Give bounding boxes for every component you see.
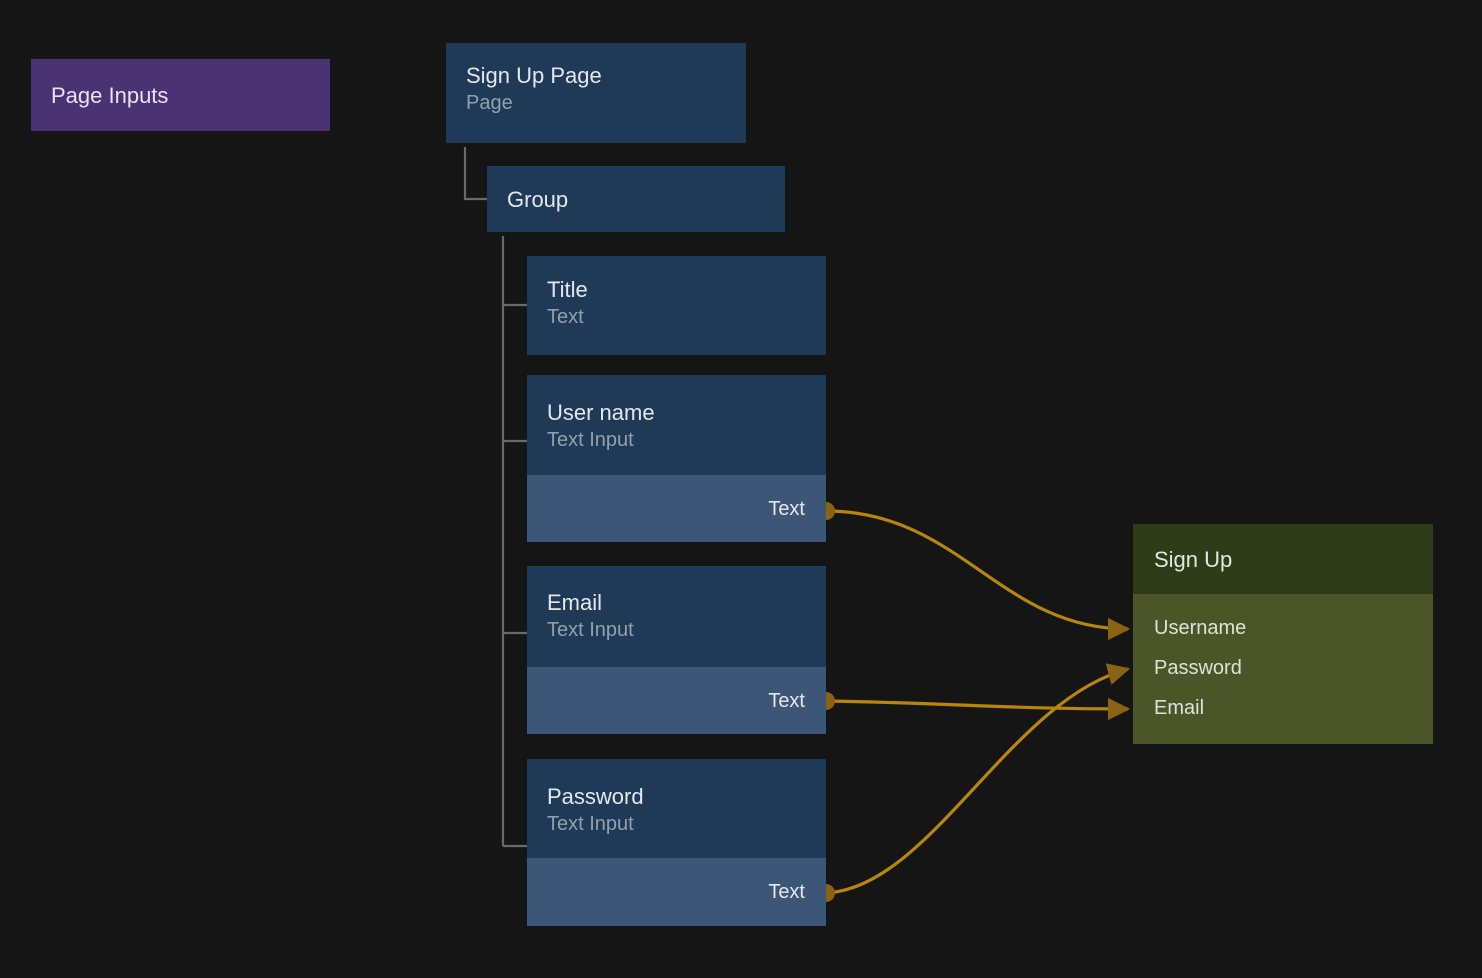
node-title: Sign Up <box>1154 546 1233 572</box>
node-header: Group <box>487 166 785 232</box>
node-sign-up-page[interactable]: Sign Up Page Page <box>446 43 746 143</box>
legend-page-inputs[interactable]: Page Inputs <box>31 59 330 131</box>
node-title: Group <box>507 186 569 212</box>
link-username <box>817 502 1131 641</box>
node-title: Password <box>547 784 644 809</box>
link-email <box>817 692 1131 721</box>
node-header: Title Text <box>527 256 826 355</box>
tree-connector-group-to-children <box>501 236 527 848</box>
node-group[interactable]: Group <box>487 166 785 232</box>
node-header: Sign Up <box>1133 524 1433 594</box>
node-header: User name Text Input <box>527 375 826 475</box>
legend-label: Page Inputs <box>51 82 169 108</box>
node-subtitle: Text Input <box>547 429 634 451</box>
node-input-ports: Username Password Email <box>1133 594 1433 744</box>
node-header: Password Text Input <box>527 759 826 858</box>
node-title: Email <box>547 590 603 615</box>
input-port-password[interactable]: Password <box>1133 648 1433 688</box>
input-port-username[interactable]: Username <box>1133 608 1433 648</box>
node-header: Email Text Input <box>527 566 826 667</box>
node-title: User name <box>547 400 655 425</box>
node-subtitle: Text Input <box>547 813 634 835</box>
port-label: Username <box>1154 617 1247 639</box>
node-sign-up-action[interactable]: Sign Up Username Password Email <box>1133 524 1433 744</box>
node-title: Title <box>547 277 588 302</box>
node-output-port[interactable]: Text <box>527 667 826 734</box>
node-subtitle: Text Input <box>547 619 634 641</box>
node-header: Sign Up Page Page <box>446 43 746 143</box>
node-output-port[interactable]: Text <box>527 475 826 542</box>
node-title-text[interactable]: Title Text <box>527 256 826 355</box>
node-user-name[interactable]: User name Text Input Text <box>527 375 826 542</box>
tree-connector-page-to-group <box>463 147 487 201</box>
node-output-port[interactable]: Text <box>527 858 826 926</box>
node-subtitle: Text <box>547 306 584 328</box>
port-label: Text <box>768 689 805 712</box>
port-label: Text <box>768 881 805 903</box>
node-email[interactable]: Email Text Input Text <box>527 566 826 734</box>
input-port-email[interactable]: Email <box>1133 688 1433 728</box>
node-title: Sign Up Page <box>466 63 602 88</box>
port-label: Text <box>768 497 805 520</box>
port-label: Password <box>1154 657 1242 679</box>
node-password[interactable]: Password Text Input Text <box>527 759 826 926</box>
port-label: Email <box>1154 697 1205 719</box>
node-subtitle: Page <box>466 92 513 114</box>
